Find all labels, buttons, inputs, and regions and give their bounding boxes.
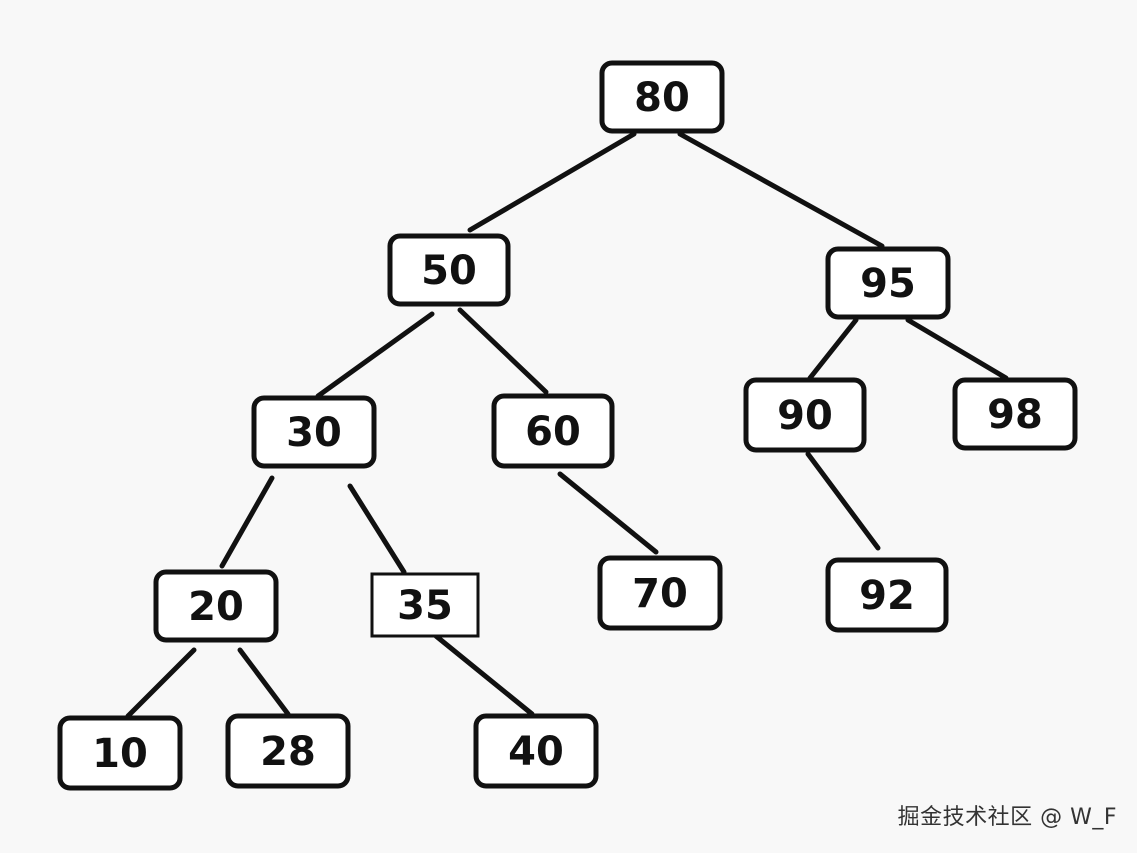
tree-node-98: 98	[952, 377, 1078, 451]
node-label: 20	[188, 584, 244, 630]
tree-node-20: 20	[153, 569, 279, 643]
edge-80-95	[677, 131, 885, 249]
tree-node-92: 92	[825, 557, 949, 633]
node-label: 92	[859, 573, 915, 619]
node-label: 10	[92, 731, 148, 777]
edge-80-50	[467, 131, 637, 233]
tree-nodes: 80 50 95 30 60 90 98 20 35 70 92 10 28 40	[57, 60, 1078, 791]
node-box	[387, 233, 511, 307]
node-label: 30	[286, 410, 342, 456]
node-label: 98	[987, 392, 1043, 438]
node-label: 28	[260, 729, 316, 775]
node-label: 90	[777, 393, 833, 439]
node-box	[599, 60, 725, 134]
node-box	[825, 246, 951, 320]
node-box	[743, 377, 867, 453]
node-label: 50	[421, 248, 477, 294]
node-label: 95	[860, 261, 916, 307]
tree-node-28: 28	[225, 713, 351, 789]
edge-20-10	[125, 647, 197, 719]
edge-95-90	[807, 317, 859, 381]
node-box	[473, 713, 599, 789]
tree-node-40: 40	[473, 713, 599, 789]
tree-node-35: 35	[370, 572, 480, 638]
edge-90-92	[805, 451, 881, 551]
node-box	[370, 572, 480, 638]
watermark-text: 掘金技术社区 @ W_F	[897, 805, 1117, 830]
node-label: 40	[508, 729, 564, 775]
node-box	[251, 395, 377, 469]
tree-node-50: 50	[387, 233, 511, 307]
edge-30-20	[219, 475, 275, 569]
edge-30-35	[347, 483, 407, 575]
tree-edges	[125, 131, 1009, 719]
tree-node-95: 95	[825, 246, 951, 320]
node-label: 35	[397, 583, 453, 629]
node-box	[597, 555, 723, 631]
node-box	[825, 557, 949, 633]
node-label: 80	[634, 75, 690, 121]
edge-60-70	[557, 471, 659, 555]
edge-50-60	[457, 307, 549, 395]
edge-35-40	[433, 633, 535, 717]
node-box	[225, 713, 351, 789]
node-label: 60	[525, 409, 581, 455]
node-label: 70	[632, 571, 688, 617]
tree-node-70: 70	[597, 555, 723, 631]
node-box	[57, 715, 183, 791]
tree-node-60: 60	[491, 393, 615, 469]
edge-20-28	[237, 647, 291, 717]
tree-node-90: 90	[743, 377, 867, 453]
node-box	[491, 393, 615, 469]
tree-node-30: 30	[251, 395, 377, 469]
edge-50-30	[315, 311, 435, 399]
tree-node-10: 10	[57, 715, 183, 791]
node-box	[153, 569, 279, 643]
tree-node-80: 80	[599, 60, 725, 134]
node-box	[952, 377, 1078, 451]
edge-95-98	[905, 317, 1009, 381]
